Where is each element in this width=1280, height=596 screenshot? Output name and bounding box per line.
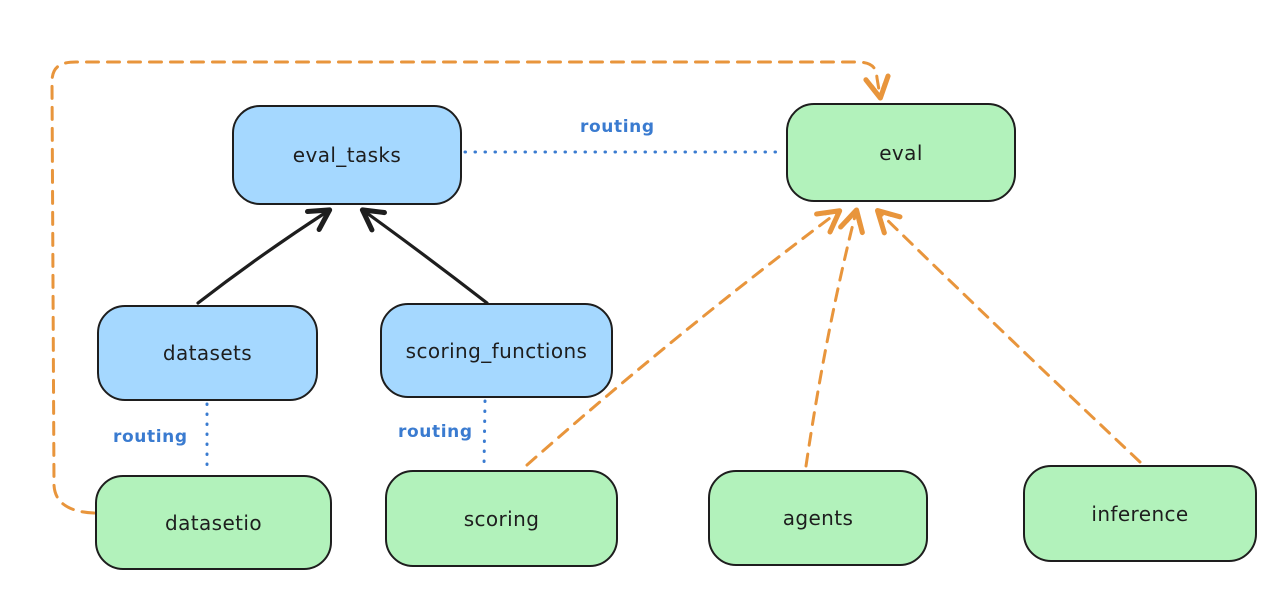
edge-label-routing-top: routing [580, 117, 655, 137]
edge-datasetio-to-eval-dashed [50, 60, 891, 515]
node-eval-label: eval [879, 140, 923, 165]
node-inference-label: inference [1091, 501, 1189, 526]
node-datasetio-label: datasetio [164, 510, 262, 535]
node-scoring-label: scoring [463, 506, 540, 531]
edge-agents-to-eval-dashed [804, 207, 865, 468]
node-eval-tasks-label: eval_tasks [292, 143, 402, 167]
edge-scoring-functions-to-scoring-dotted [482, 399, 487, 469]
edge-inference-to-eval-dashed [874, 208, 1142, 464]
node-datasetio[interactable]: datasetio [95, 475, 332, 570]
node-eval[interactable]: eval [786, 103, 1016, 202]
edge-label-routing-scoring: routing [398, 422, 473, 442]
edge-scoring-functions-to-eval-tasks [359, 207, 489, 305]
node-datasets-label: datasets [162, 341, 253, 365]
node-datasets[interactable]: datasets [97, 305, 318, 401]
node-scoring[interactable]: scoring [385, 470, 618, 567]
node-eval-tasks[interactable]: eval_tasks [232, 105, 462, 205]
node-scoring-functions-label: scoring_functions [405, 338, 588, 363]
node-agents[interactable]: agents [708, 470, 928, 566]
node-scoring-functions[interactable]: scoring_functions [380, 303, 613, 398]
node-agents-label: agents [782, 506, 854, 530]
edge-scoring-to-eval-dashed [525, 208, 843, 467]
edge-label-routing-datasetio: routing [113, 427, 188, 447]
edge-datasets-to-eval-tasks [196, 207, 333, 305]
node-inference[interactable]: inference [1023, 465, 1257, 562]
